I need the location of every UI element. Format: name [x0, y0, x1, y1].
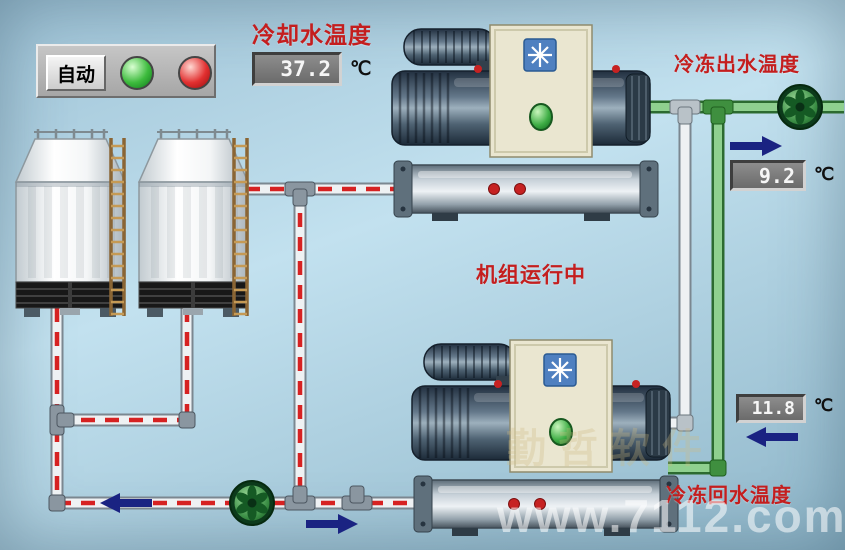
auto-control-panel: 自动	[36, 44, 216, 98]
pipe-tee	[669, 99, 701, 125]
pipe-elbow	[676, 414, 694, 432]
pipe-elbow	[48, 494, 66, 512]
chilled-return-temp-label: 冷冻回水温度	[666, 485, 792, 507]
pipe-tee	[341, 485, 373, 511]
chilled-water-pump-icon	[777, 84, 823, 130]
pipe-tee	[49, 404, 75, 436]
stop-indicator-light[interactable]	[178, 56, 212, 90]
flow-arrow-right-icon	[730, 136, 782, 156]
chilled-return-pipe	[668, 107, 692, 430]
site-watermark: www.7112.com	[497, 490, 845, 542]
cooling-water-pump-icon	[229, 480, 275, 526]
chilled-outlet-temp-unit: ℃	[814, 164, 835, 184]
cooling-tower-1	[16, 129, 125, 317]
pipe-tee	[284, 181, 316, 207]
pipe-tee	[702, 99, 734, 125]
start-indicator-light[interactable]	[120, 56, 154, 90]
chilled-return-temp-display: 11.8	[736, 394, 806, 423]
cooling-water-temp-unit: ℃	[350, 59, 372, 80]
chilled-return-temp-unit: ℃	[814, 396, 834, 415]
flow-arrow-left-icon	[746, 427, 798, 447]
chilled-outlet-temp-label: 冷冻出水温度	[674, 54, 800, 76]
cooling-tower-2	[139, 129, 248, 317]
cooling-water-temp-label: 冷却水温度	[252, 22, 372, 48]
unit-running-status: 机组运行中	[476, 264, 586, 287]
brand-watermark: 勤哲软件	[506, 427, 714, 471]
cooling-water-temp-display: 37.2	[252, 52, 342, 86]
flow-arrow-right-icon	[306, 514, 358, 534]
pipe-tee	[284, 485, 316, 511]
chiller-unit-1	[390, 23, 660, 223]
pipe-elbow	[178, 411, 196, 429]
chilled-outlet-temp-display: 9.2	[730, 160, 806, 191]
auto-mode-button[interactable]: 自动	[46, 55, 106, 91]
flow-arrow-left-icon	[100, 493, 152, 513]
pipe-elbow	[709, 459, 727, 477]
